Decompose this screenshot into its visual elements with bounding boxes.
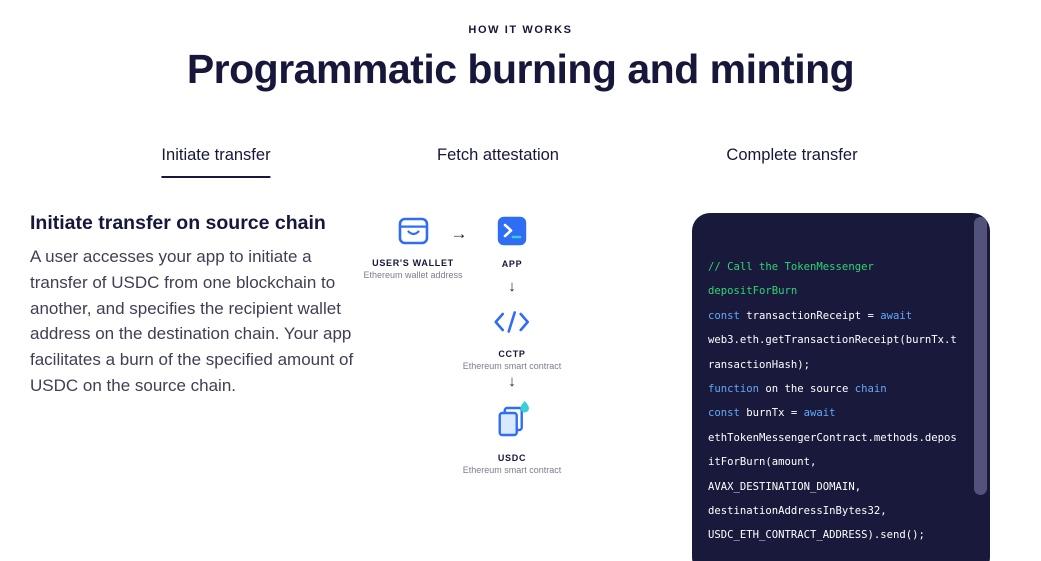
code-line: ransactionHash); (708, 358, 811, 371)
code-lines: // Call the TokenMessenger depositForBurn… (708, 255, 974, 548)
step-body-text: A user accesses your app to initiate a t… (30, 247, 354, 395)
code-line: destinationAddressInBytes32, (708, 505, 887, 518)
code-line: AVAX_DESTINATION_DOMAIN, (708, 480, 862, 493)
app-node-label: APP (501, 259, 523, 269)
right-arrow-icon: → (450, 224, 468, 243)
cctp-node-label: CCTP (498, 349, 526, 359)
code-block[interactable]: // Call the TokenMessenger depositForBurn… (692, 213, 990, 561)
code-line: ethTokenMessengerContract.methods.depos (708, 431, 957, 444)
code-line: function on the source chain (708, 383, 887, 396)
code-brackets-icon (493, 308, 531, 341)
code-line: itForBurn(amount, (708, 456, 817, 469)
eyebrow-label: HOW IT WORKS (468, 24, 573, 36)
code-line: const burnTx = await (708, 407, 836, 420)
scrollbar-thumb[interactable] (974, 217, 987, 495)
code-line: depositForBurn (708, 285, 798, 298)
terminal-icon (497, 216, 527, 251)
wallet-node-label: USER'S WALLET (372, 258, 454, 268)
wallet-icon (398, 217, 428, 250)
burn-documents-icon (492, 400, 532, 445)
code-line: USDC_ETH_CONTRACT_ADDRESS).send(); (708, 529, 925, 542)
down-arrow-icon: ↓ (508, 373, 516, 390)
step-heading: Initiate transfer on source chain (30, 212, 326, 234)
step-description: Initiate transfer on source chain A user… (30, 212, 354, 399)
diagram-node-wallet: USER'S WALLET Ethereum wallet address (363, 217, 463, 280)
diagram-node-cctp: CCTP Ethereum smart contract (462, 308, 562, 371)
usdc-node-label: USDC (497, 453, 527, 463)
wallet-node-sublabel: Ethereum wallet address (363, 270, 463, 280)
cctp-node-sublabel: Ethereum smart contract (462, 361, 562, 371)
page-title: Programmatic burning and minting (186, 46, 855, 92)
tab-initiate-transfer[interactable]: Initiate transfer (161, 146, 271, 178)
diagram-node-usdc: USDC Ethereum smart contract (462, 400, 562, 475)
code-line: const transactionReceipt = await (708, 309, 913, 322)
down-arrow-icon: ↓ (508, 278, 516, 295)
tab-complete-transfer[interactable]: Complete transfer (726, 146, 858, 164)
diagram-node-app: APP (497, 216, 527, 269)
code-line: // Call the TokenMessenger (708, 261, 874, 273)
tab-fetch-attestation[interactable]: Fetch attestation (437, 146, 559, 164)
usdc-node-sublabel: Ethereum smart contract (462, 465, 562, 475)
code-line: web3.eth.getTransactionReceipt(burnTx.t (708, 334, 957, 347)
